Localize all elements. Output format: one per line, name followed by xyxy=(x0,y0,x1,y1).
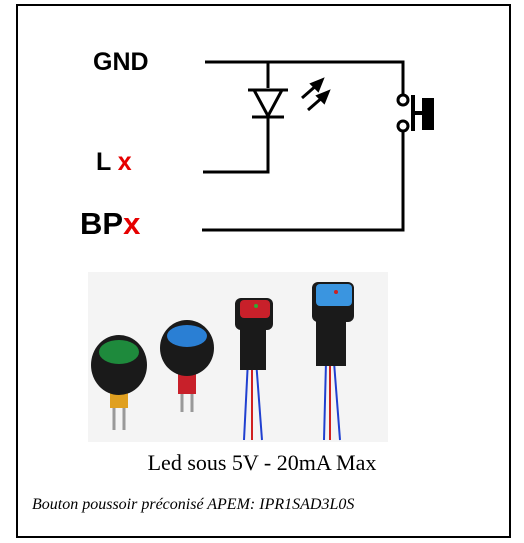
l-label-prefix: L xyxy=(96,148,111,176)
bp-wire xyxy=(202,128,405,232)
pushbutton-switch-icon xyxy=(396,93,434,133)
round-green-button xyxy=(91,335,147,430)
gnd-label: GND xyxy=(93,48,149,76)
gnd-wire xyxy=(205,60,405,98)
led-diode-icon xyxy=(248,88,288,120)
l-wire xyxy=(203,118,270,174)
l-label: L x xyxy=(96,148,132,177)
l-label-suffix: x xyxy=(117,148,132,176)
square-red-button xyxy=(235,298,273,441)
wires xyxy=(202,60,405,232)
bp-label-prefix: BP xyxy=(80,206,124,241)
bp-label-suffix: x xyxy=(123,206,141,241)
light-emission-arrows-icon xyxy=(301,77,331,112)
round-blue-button xyxy=(160,320,214,412)
square-blue-button xyxy=(312,282,354,441)
bp-label: BPx xyxy=(80,206,140,242)
led-spec-caption: Led sous 5V - 20mA Max xyxy=(147,450,377,475)
diagram-frame xyxy=(16,4,511,538)
pushbutton-product-photo xyxy=(88,272,388,442)
recommended-button-note: Bouton poussoir préconisé APEM: IPR1SAD3… xyxy=(32,496,355,513)
